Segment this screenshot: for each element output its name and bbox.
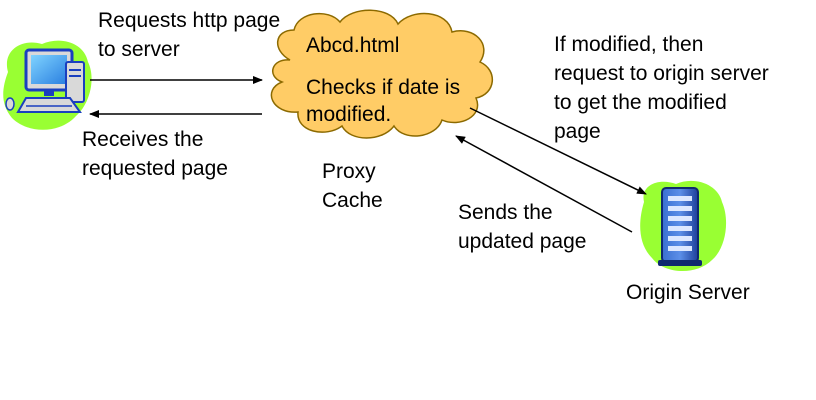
label-proxy-cache: Proxy Cache	[322, 160, 383, 212]
desktop-computer-icon	[3, 40, 92, 130]
cloud-icon	[270, 9, 494, 139]
label-receives-requested-page: Receives the requested page	[82, 128, 228, 180]
label-sends-updated-page: Sends the updated page	[458, 201, 587, 253]
arrow-proxy-to-origin	[469, 107, 647, 195]
label-if-modified: If modified, then request to origin serv…	[554, 33, 769, 143]
server-tower-icon	[640, 180, 727, 272]
label-origin-server: Origin Server	[626, 281, 750, 304]
cloud-filename: Abcd.html	[306, 34, 400, 57]
cloud-check-text: Checks if date is modified.	[306, 76, 461, 126]
label-requests-http-page: Requests http page to server	[98, 9, 281, 61]
arrow-origin-to-proxy	[455, 135, 633, 233]
